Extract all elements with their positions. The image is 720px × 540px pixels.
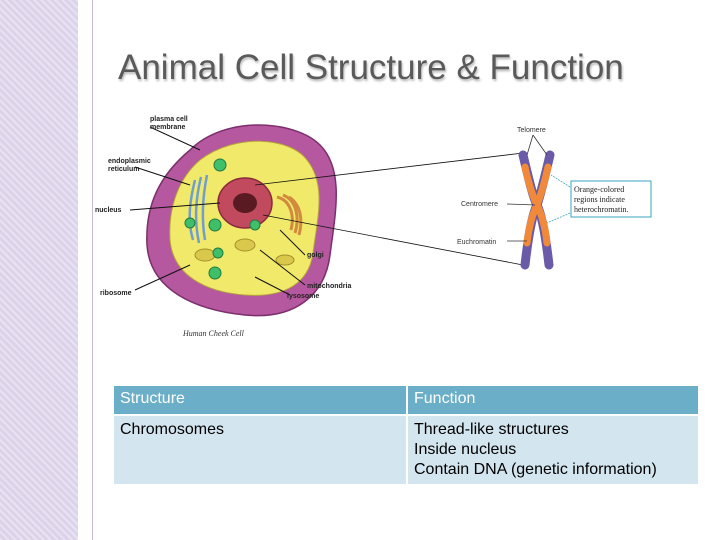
table-row: Chromosomes Thread-like structures Insid… — [112, 414, 700, 486]
label-mitochondria: mitochondria — [307, 283, 351, 290]
lysosome-shape — [249, 219, 261, 231]
connector-line — [262, 214, 524, 266]
lysosome-shape — [208, 218, 222, 232]
pointer-line — [129, 202, 221, 211]
function-line: Contain DNA (genetic information) — [414, 461, 657, 478]
label-er-1: endoplasmic — [108, 158, 151, 165]
connector-line — [254, 152, 524, 186]
note-line-3: heterochromatin. — [574, 205, 628, 214]
label-centromere: Centromere — [461, 201, 498, 208]
note-line-2: regions indicate — [574, 195, 625, 204]
pointer-line — [279, 229, 306, 256]
mitochondrion-shape — [234, 238, 256, 252]
golgi-shape — [276, 193, 303, 236]
pointer-line — [506, 203, 536, 206]
label-euchromatin: Euchromatin — [457, 239, 496, 246]
label-plasma-membrane-2: membrane — [150, 124, 186, 131]
function-line: Thread-like structures — [414, 421, 569, 438]
label-er-2: reticulum — [108, 166, 140, 173]
lysosome-shape — [208, 266, 222, 280]
label-lysosome: lysosome — [287, 293, 319, 300]
lysosome-shape — [184, 217, 196, 229]
label-nucleus: nucleus — [95, 207, 122, 214]
pointer-line — [532, 134, 548, 156]
label-golgi: golgi — [307, 252, 324, 259]
decorative-divider-line — [92, 0, 93, 540]
function-line: Inside nucleus — [414, 441, 517, 458]
structure-function-table: Structure Function Chromosomes Thread-li… — [112, 384, 700, 486]
pointer-line — [134, 264, 191, 291]
slide-title: Animal Cell Structure & Function — [118, 48, 624, 87]
note-line-1: Orange-colored — [574, 185, 624, 194]
mitochondrion-shape — [275, 254, 295, 266]
label-telomere: Telomere — [517, 127, 546, 134]
lysosome-shape — [212, 247, 224, 259]
pointer-line — [550, 174, 571, 188]
pointer-line — [546, 212, 571, 224]
cell-diagram-svg: plasma cell membrane endoplasmic reticul… — [95, 116, 652, 338]
mitochondrion-shape — [194, 248, 216, 262]
cell-structure: Chromosomes — [112, 414, 408, 486]
nucleolus-shape — [233, 193, 257, 213]
cell-caption: Human Cheek Cell — [182, 329, 245, 338]
label-plasma-membrane-1: plasma cell — [150, 116, 188, 123]
label-ribosome: ribosome — [100, 290, 132, 297]
pointer-line — [149, 126, 201, 151]
cell-diagram-figure: plasma cell membrane endoplasmic reticul… — [95, 105, 695, 345]
header-function: Function — [406, 384, 700, 416]
pointer-line — [259, 249, 306, 286]
pointer-line — [254, 276, 291, 296]
pointer-line — [134, 166, 191, 186]
lysosome-shape — [213, 158, 227, 172]
cell-function: Thread-like structures Inside nucleus Co… — [406, 414, 700, 486]
pointer-line — [526, 134, 534, 156]
header-structure: Structure — [112, 384, 408, 416]
decorative-side-band — [0, 0, 78, 540]
table-header-row: Structure Function — [112, 384, 700, 416]
endoplasmic-reticulum-shape — [188, 174, 209, 244]
chromosome-graphic — [518, 150, 555, 270]
heterochromatin-note-box — [570, 180, 652, 218]
